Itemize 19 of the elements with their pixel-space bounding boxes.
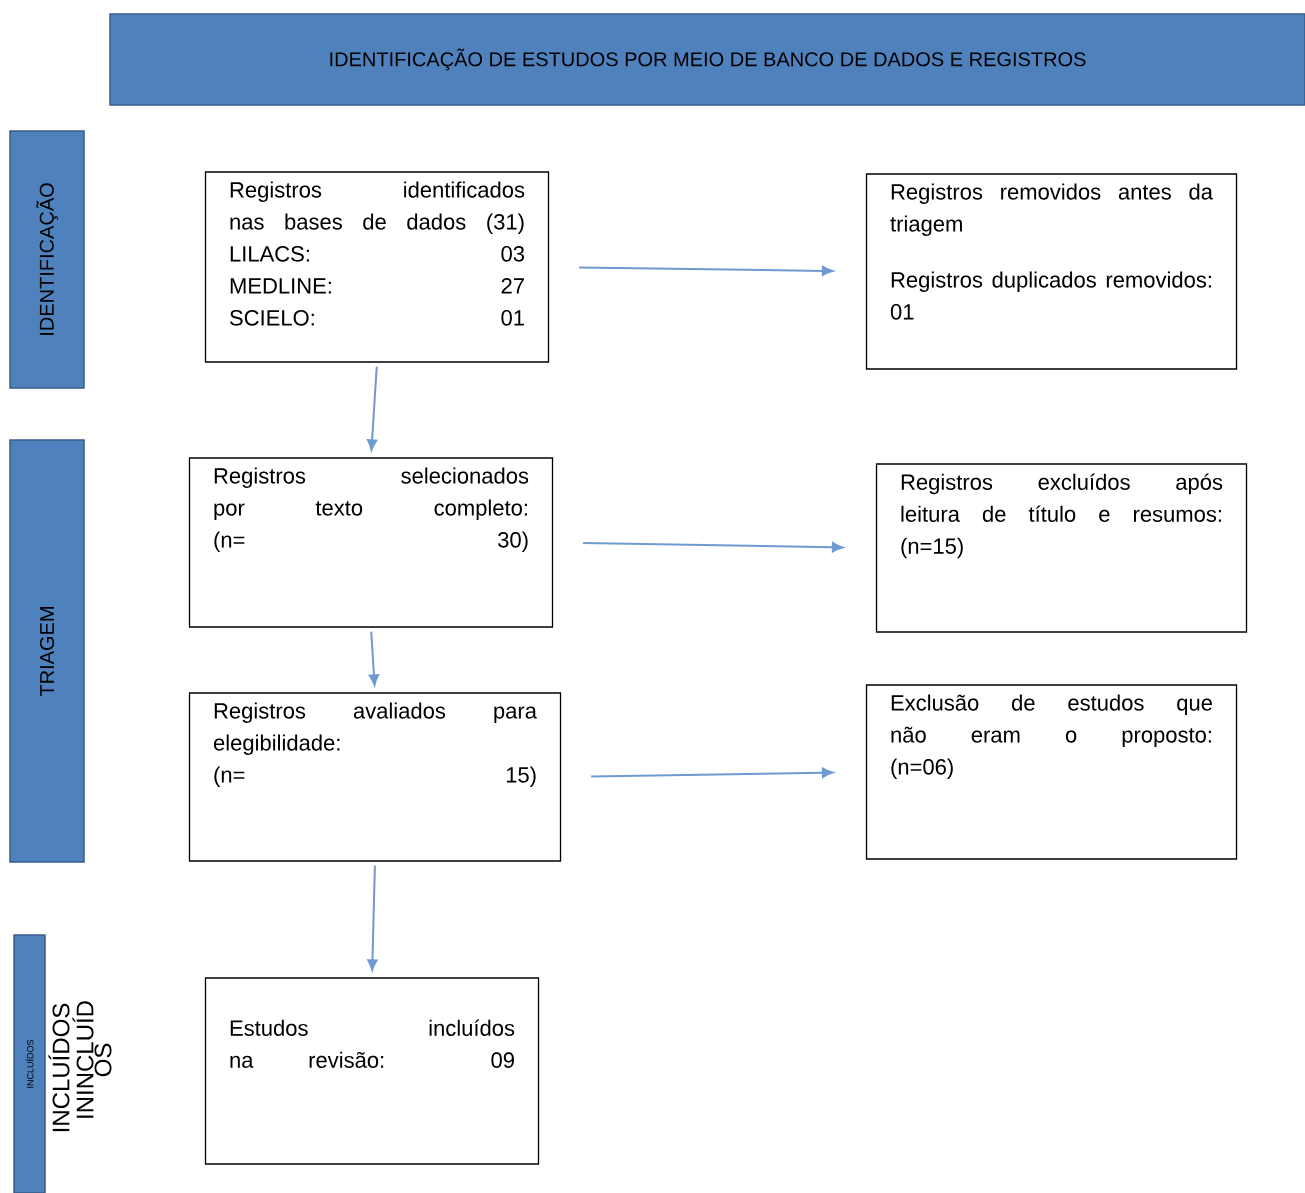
process-box: Registros avaliados para elegibilidade: (n= 15): [188, 692, 562, 862]
process-box: Exclusão de estudos que não eram o proposto: (n=06): [865, 684, 1238, 860]
stage-band: TRIAGEM: [9, 439, 85, 863]
arrow: [368, 630, 380, 686]
process-box: Estudos incluídos na revisão: 09: [204, 977, 540, 1165]
process-box: Registros removidos antes da triagem Registros duplicados removidos: 01: [865, 173, 1238, 370]
stage-band: IDENTIFICAÇÃO: [9, 130, 85, 389]
arrow: [367, 864, 378, 971]
process-box: Registros selecionados por texto completo: (n= 30): [188, 457, 554, 628]
process-box: Registros identificados nas bases de dados (31) LILACS: 03 MEDLINE: 27 SCIELO: 01: [204, 171, 550, 363]
arrow: [578, 265, 834, 276]
stage-label: ININCLUÍD OS: [72, 1001, 112, 1118]
arrow: [590, 767, 834, 778]
stage-label: INCLUÍDOS: [48, 1003, 70, 1132]
header-band: IDENTIFICAÇÃO DE ESTUDOS POR MEIO DE BANCO DE DADOS E REGISTROS: [109, 13, 1305, 106]
arrow: [366, 365, 378, 451]
process-box: Registros excluídos após leitura de título e resumos: (n=15): [875, 463, 1248, 633]
arrow: [582, 542, 844, 553]
stage-band: INCLUÍDOS: [13, 934, 46, 1193]
